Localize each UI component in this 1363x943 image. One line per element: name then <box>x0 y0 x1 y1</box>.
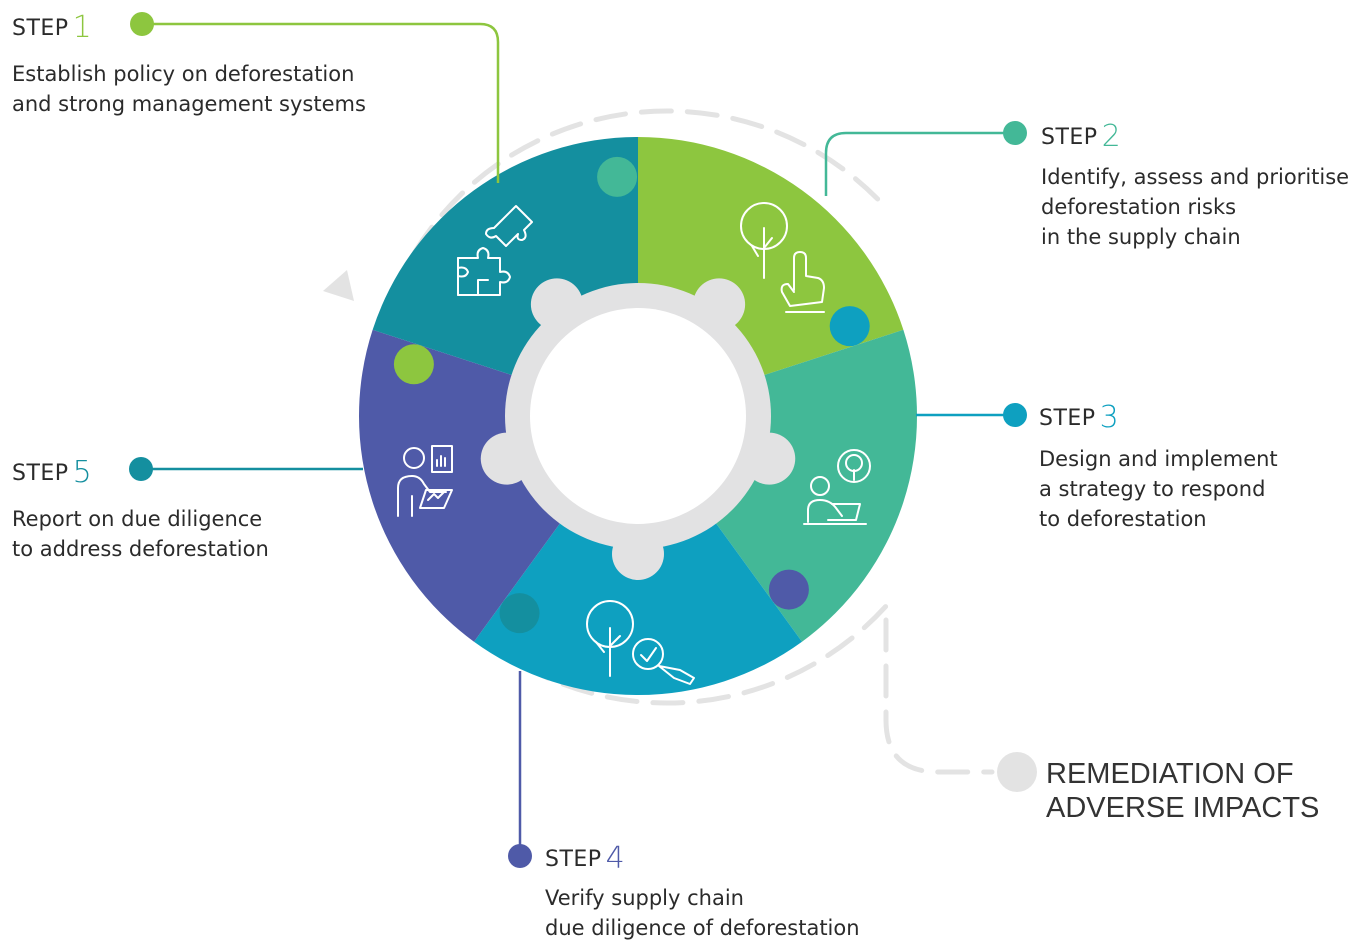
puzzle-segment-step4 <box>359 329 561 642</box>
step4-dot <box>508 844 532 868</box>
puzzle-knob <box>768 569 809 610</box>
tree-magnifier-icon <box>586 600 695 685</box>
cycle-arrowhead-icon <box>323 270 354 301</box>
step4-number: 4 <box>605 841 626 876</box>
step1-connector <box>142 22 500 183</box>
puzzle-knob <box>499 593 540 634</box>
person-report-icon <box>397 445 453 517</box>
step2-label-text: STEP <box>1041 125 1098 150</box>
inner-gear-ring <box>480 278 796 580</box>
puzzle-segment-step5 <box>372 137 638 376</box>
step1-label-text: STEP <box>12 16 69 41</box>
step3-description: Design and implement a strategy to respo… <box>1039 447 1278 531</box>
step3-dot <box>1003 403 1027 427</box>
step2-description: Identify, assess and prioritise deforest… <box>1041 165 1350 249</box>
puzzle-knob <box>829 306 870 347</box>
step5-description: Report on due diligence to address defor… <box>12 507 269 561</box>
inner-ring-lobe <box>693 278 746 331</box>
puzzle-knob <box>393 344 434 385</box>
step5-number: 5 <box>72 455 93 490</box>
step3-number: 3 <box>1099 400 1120 435</box>
step2-dot <box>1003 121 1027 145</box>
puzzle-icon <box>457 205 533 296</box>
step4-description: Verify supply chain due diligence of def… <box>545 886 860 940</box>
inner-ring-hole <box>530 308 746 524</box>
remediation-label: REMEDIATION OF ADVERSE IMPACTS <box>1046 758 1320 824</box>
step1-description: Establish policy on deforestation and st… <box>12 62 366 116</box>
person-laptop-tree-icon <box>803 449 871 525</box>
step5-label-text: STEP <box>12 461 69 486</box>
puzzle-ring <box>359 137 918 696</box>
step2-number: 2 <box>1101 119 1122 154</box>
inner-ring-lobe <box>530 278 583 331</box>
step4-label-text: STEP <box>545 847 602 872</box>
puzzle-segment-step3 <box>474 522 802 696</box>
remediation-dot <box>997 752 1037 792</box>
puzzle-segment-step2 <box>715 329 918 642</box>
tree-hand-icon <box>740 202 825 313</box>
step2-connector <box>824 131 1015 196</box>
inner-ring-lobe <box>480 432 533 485</box>
step5-dot <box>129 457 153 481</box>
puzzle-knob <box>597 156 638 197</box>
step1-dot <box>130 12 154 36</box>
step3-label-text: STEP <box>1039 406 1096 431</box>
remediation-connector <box>883 617 995 775</box>
inner-ring-lobe <box>743 432 796 485</box>
step1-number: 1 <box>72 10 93 45</box>
inner-ring-lobe <box>612 528 664 580</box>
